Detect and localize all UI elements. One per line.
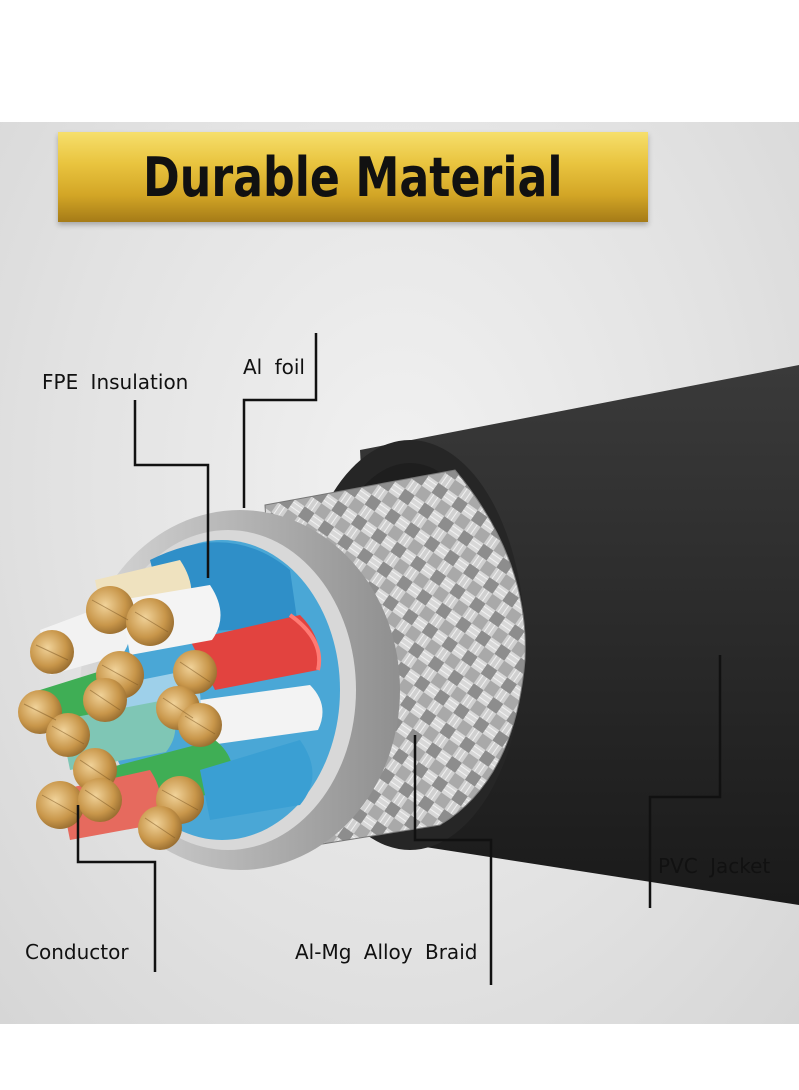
copper-conductors bbox=[18, 586, 222, 850]
fpe-insulation-label: FPE Insulation bbox=[42, 370, 189, 394]
pvc-jacket-leader bbox=[648, 655, 722, 908]
pvc-jacket-label: PVC Jacket bbox=[658, 854, 771, 878]
fpe-insulation-leader bbox=[133, 400, 210, 578]
leader-lines bbox=[76, 333, 722, 985]
conductor-label: Conductor bbox=[25, 940, 129, 964]
braid-label: Al-Mg Alloy Braid bbox=[295, 940, 478, 964]
conductor-leader bbox=[76, 805, 157, 972]
al-foil-leader bbox=[242, 333, 318, 508]
braid-leader bbox=[413, 735, 493, 985]
title-banner: Durable Material bbox=[58, 132, 648, 222]
banner-title: Durable Material bbox=[143, 145, 563, 209]
al-foil-label: Al foil bbox=[243, 355, 305, 379]
